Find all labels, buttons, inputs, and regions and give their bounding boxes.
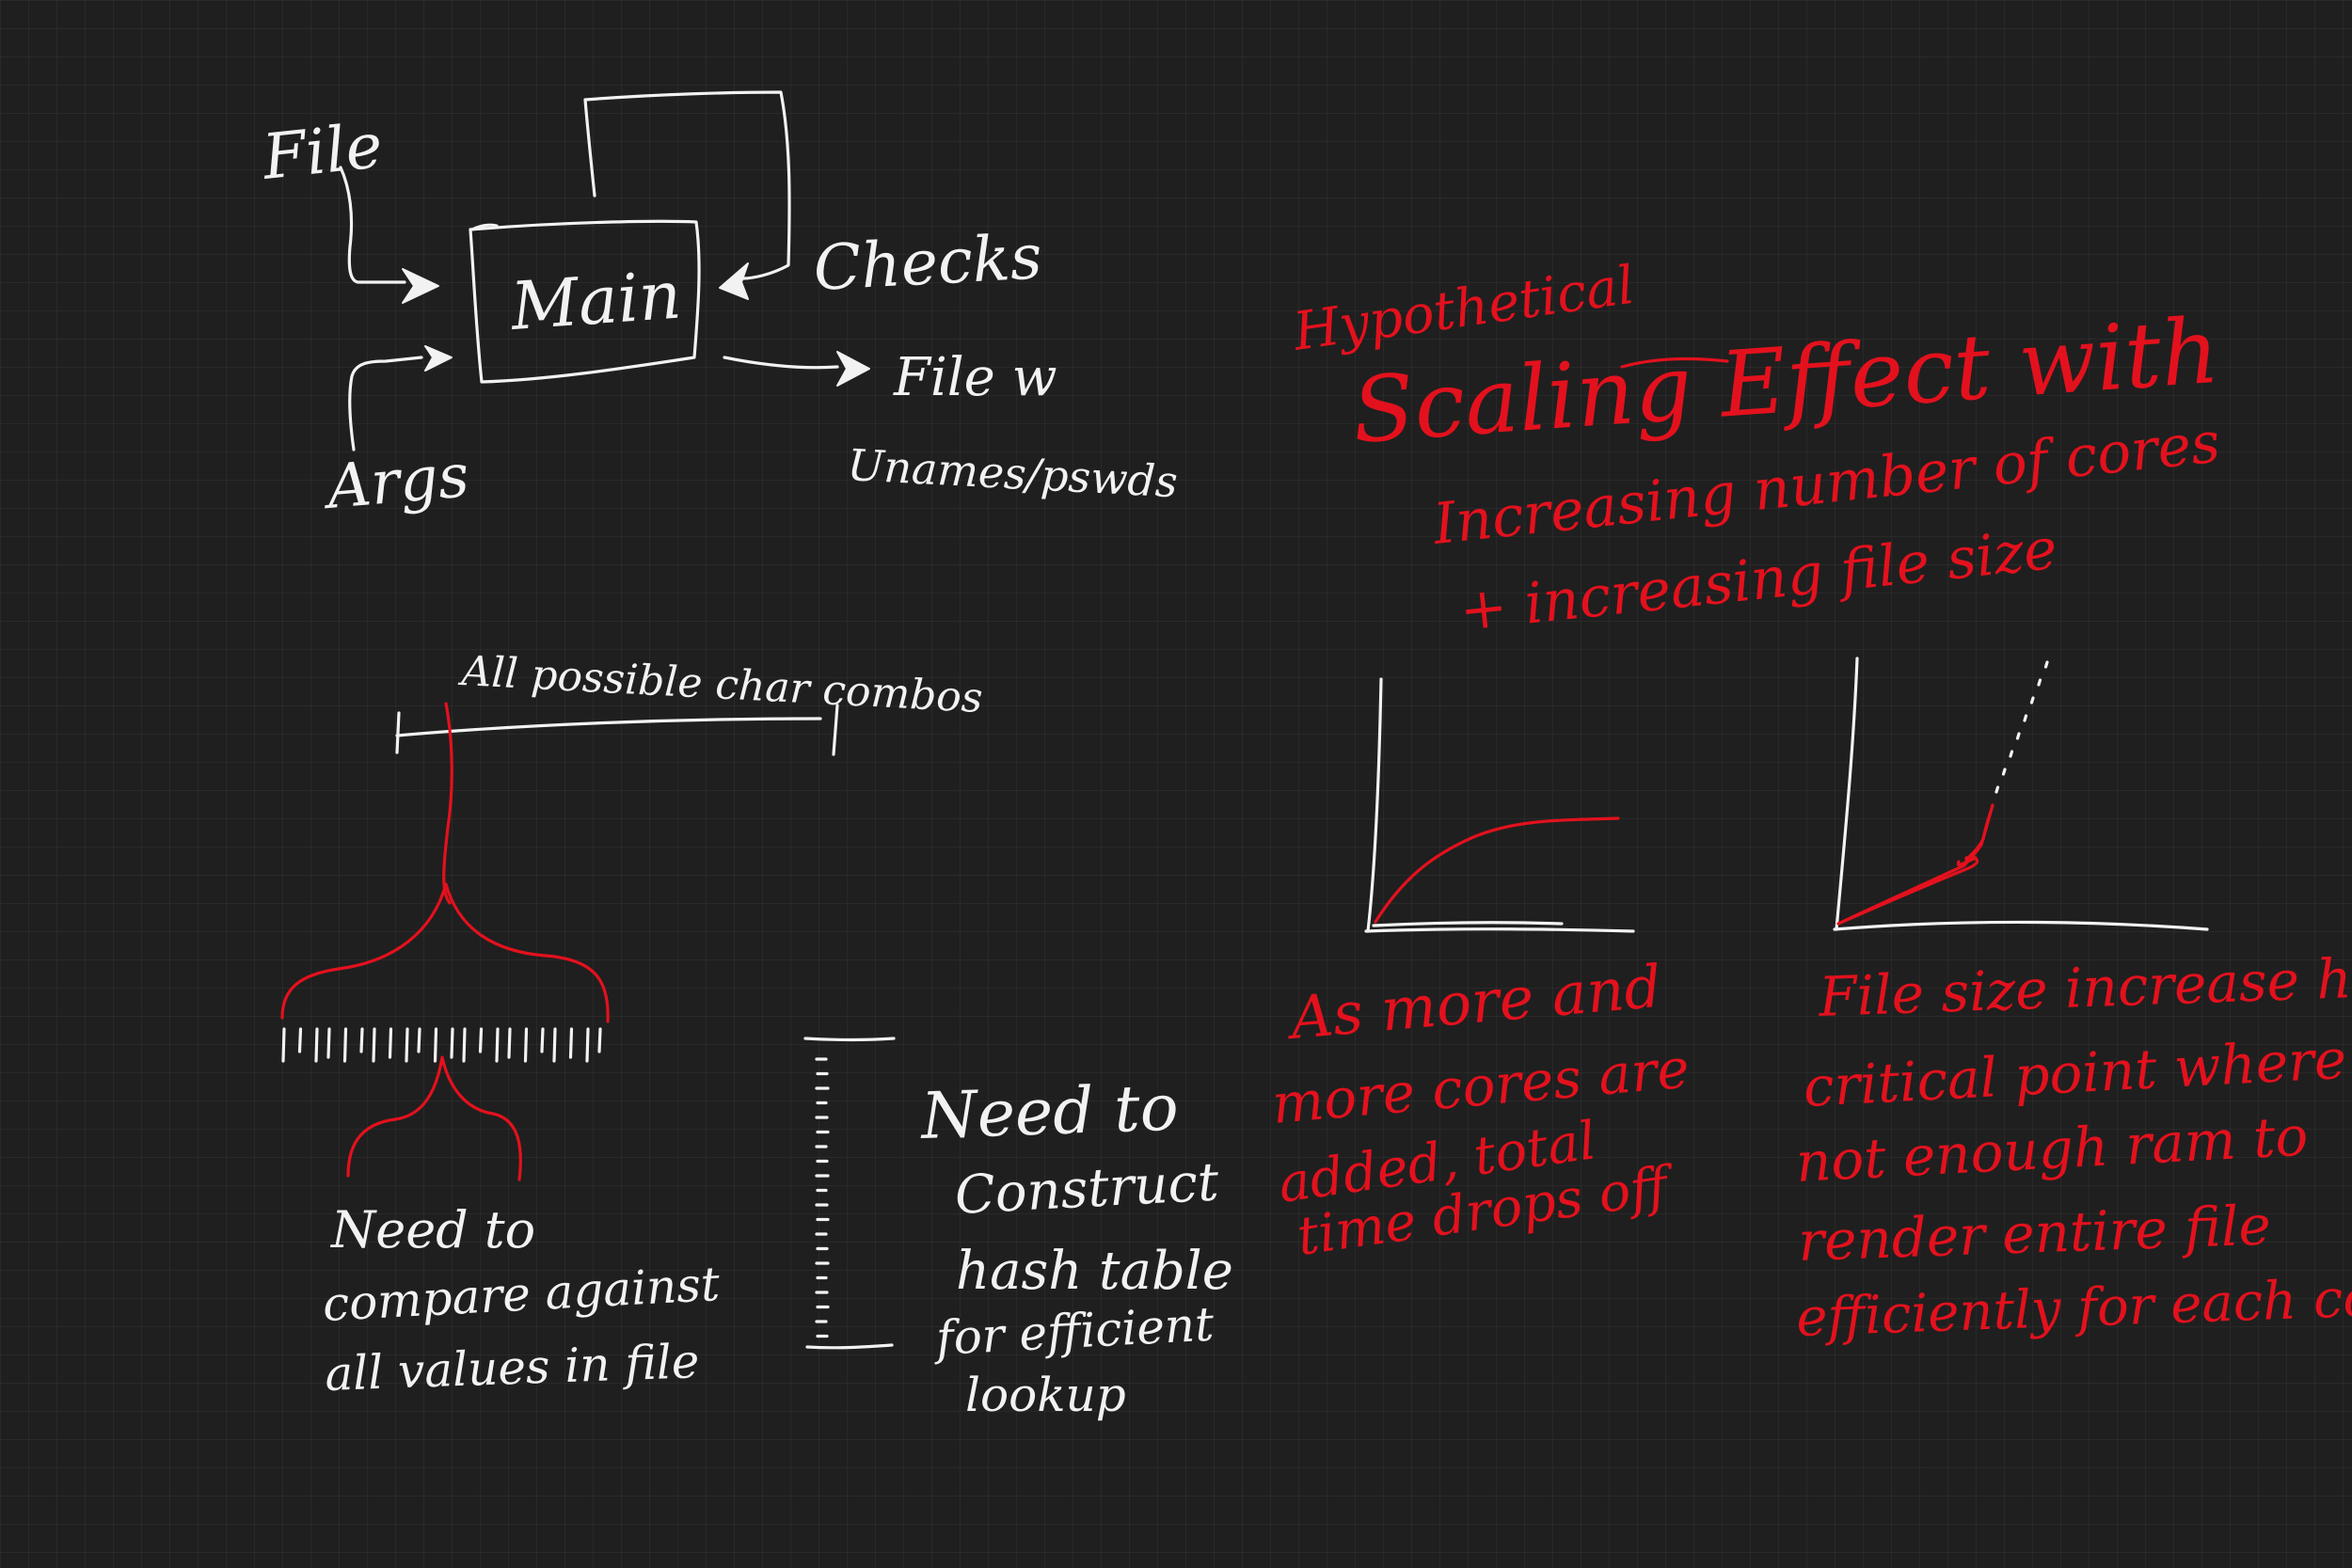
filesize-graph-curve: [1836, 803, 1994, 926]
value-tick: [342, 1027, 348, 1063]
projection-dot: [2001, 768, 2007, 776]
projection-dot: [1994, 785, 2000, 794]
main-box: [469, 219, 701, 384]
file-arrow: [339, 166, 406, 284]
value-tick: [433, 1027, 438, 1063]
hash-table-diagram: Need to Construct hash table for efficie…: [803, 1037, 1233, 1422]
cores-caption-line2: more cores are: [1269, 1036, 1692, 1135]
value-tick: [372, 1027, 376, 1063]
value-tick: [495, 1027, 500, 1063]
zoom-brace-upper: [280, 882, 610, 1023]
output-arrow: [723, 356, 839, 370]
projection-dot: [2037, 678, 2042, 687]
projection-dot: [2009, 750, 2014, 758]
flow-diagram: File Main Checks Args File w Unames/pswd…: [259, 90, 1179, 523]
cores-graph-curve: [1374, 816, 1620, 924]
output-label-line1: File w: [893, 347, 1057, 408]
zoomed-ticks-row: [281, 1027, 602, 1063]
hash-note-line4: for efficient: [931, 1297, 1216, 1367]
filesize-graph: File size increase hits critical point w…: [1794, 657, 2352, 1349]
filesize-graph-x-axis: [1833, 920, 2209, 931]
compare-note-line2: compare against: [322, 1257, 723, 1332]
projection-dot: [2023, 714, 2028, 722]
hash-bracket-top: [803, 1037, 896, 1042]
cores-graph: As more and more cores are added, total …: [1269, 677, 1692, 1268]
filesize-graph-projection: [1994, 660, 2049, 794]
filesize-caption-line3: not enough ram to: [1794, 1104, 2310, 1195]
checks-loop-arrow: [583, 90, 791, 280]
value-tick: [523, 1027, 529, 1063]
hash-table-entries: [815, 1057, 830, 1338]
args-arrowhead: [424, 345, 453, 372]
scaling-title: Hypothetical Scaling Effect with Increas…: [1289, 255, 2223, 644]
projection-dot: [2029, 696, 2035, 705]
range-start-tick: [395, 711, 401, 754]
file-input-label: File: [259, 109, 386, 194]
projection-dot: [2015, 732, 2021, 740]
value-tick: [507, 1027, 512, 1059]
zoom-stem: [442, 702, 453, 905]
filesize-caption-line5: efficiently for each core: [1795, 1265, 2352, 1349]
value-tick: [540, 1027, 545, 1053]
char-combos-diagram: All possible char combos Need to compare…: [280, 647, 984, 1402]
cores-graph-y-axis: [1366, 677, 1383, 933]
hash-note-line5: lookup: [965, 1368, 1126, 1422]
compare-note-line3: all values in file: [324, 1334, 700, 1402]
value-tick: [585, 1027, 590, 1063]
value-tick: [297, 1027, 303, 1053]
hash-note-line1: Need to: [918, 1070, 1180, 1154]
filesize-caption-line4: render entire file: [1797, 1193, 2272, 1273]
value-tick: [405, 1027, 409, 1063]
value-tick: [450, 1027, 454, 1059]
checks-label: Checks: [812, 220, 1044, 305]
range-end-tick: [832, 704, 839, 756]
filesize-graph-y-axis: [1835, 657, 1859, 931]
hash-bracket-bottom: [805, 1343, 894, 1350]
value-tick: [388, 1027, 393, 1059]
output-arrowhead: [836, 351, 870, 387]
value-tick: [462, 1027, 467, 1063]
cores-caption-line1: As more and: [1283, 952, 1664, 1053]
value-tick: [552, 1027, 557, 1063]
zoom-brace-lower: [346, 1055, 522, 1181]
hash-note-line3: hash table: [956, 1241, 1233, 1302]
projection-dot: [2043, 660, 2049, 669]
compare-note-line1: Need to: [329, 1200, 535, 1259]
args-arrow: [348, 356, 423, 451]
checks-arrowhead: [719, 262, 749, 300]
cores-graph-baseline-stroke: [1372, 921, 1564, 927]
value-tick: [478, 1027, 484, 1053]
value-tick: [417, 1027, 421, 1053]
value-tick: [359, 1027, 364, 1053]
value-tick: [326, 1027, 331, 1059]
value-tick: [281, 1027, 286, 1063]
title-effect-scribble: [1620, 356, 1729, 369]
cores-graph-x-axis: [1364, 927, 1635, 933]
value-tick: [314, 1027, 319, 1063]
args-input-label: Args: [320, 441, 471, 523]
char-combos-label: All possible char combos: [456, 647, 983, 722]
filesize-caption-line1: File size increase hits: [1817, 944, 2352, 1029]
value-tick: [568, 1027, 574, 1059]
value-tick: [597, 1027, 602, 1053]
output-label-line2: Unames/pswds: [846, 439, 1179, 507]
range-line: [395, 717, 822, 737]
main-box-label: Main: [506, 257, 683, 346]
hash-note-line2: Construct: [953, 1151, 1220, 1227]
file-arrowhead: [402, 268, 439, 304]
